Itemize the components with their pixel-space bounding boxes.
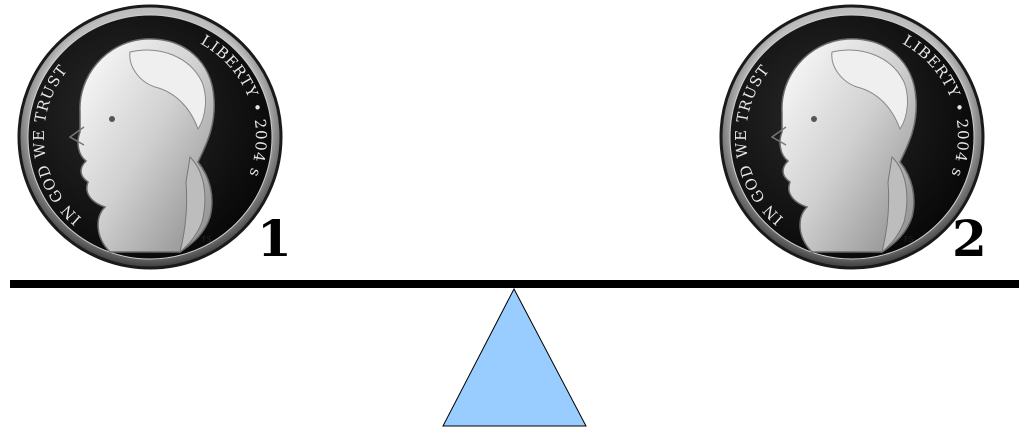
balance-beam <box>10 280 1019 288</box>
fulcrum-triangle <box>443 289 586 426</box>
coin-1: FS IN GOD WE TRUST LIBERTY • 2004 s <box>19 6 281 268</box>
designer-initials: FS <box>202 235 212 244</box>
coin-2-label: 2 <box>952 209 987 268</box>
coin-2: FS IN GOD WE TRUST LIBERTY • 2004 s <box>721 6 983 268</box>
coin-1-label: 1 <box>257 209 292 268</box>
designer-initials: FS <box>904 235 914 244</box>
